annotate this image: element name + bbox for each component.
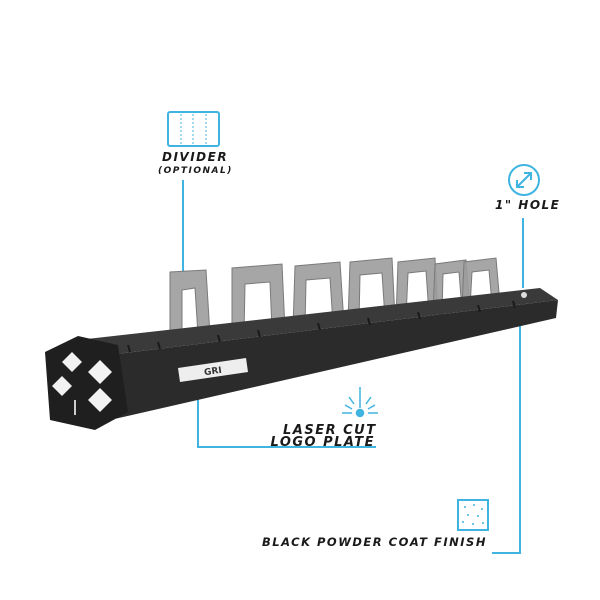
resize-arrow-icon bbox=[508, 164, 540, 196]
end-cap-hole bbox=[62, 352, 82, 372]
rack-top-face bbox=[78, 288, 558, 356]
logo-plate bbox=[178, 358, 248, 382]
finish-label: BLACK POWDER COAT FINISH bbox=[262, 535, 487, 549]
hole-label: 1" HOLE bbox=[495, 198, 561, 212]
rack-bar: GRI bbox=[45, 288, 558, 430]
logo-plate-line1: LASER CUT bbox=[283, 423, 377, 438]
divider-label: DIVIDER bbox=[162, 150, 229, 164]
texture-icon bbox=[457, 499, 489, 531]
finish-callout-line bbox=[492, 318, 521, 554]
end-cap-hole bbox=[88, 360, 112, 384]
laser-icon bbox=[342, 387, 378, 418]
end-cap-hole bbox=[52, 376, 72, 396]
logo-plate-line2: LOGO PLATE bbox=[270, 435, 375, 450]
divider-icon bbox=[167, 111, 220, 147]
rack-front-face bbox=[100, 300, 558, 420]
logo-plate-text: GRI bbox=[204, 366, 223, 378]
divider-optional-label: (OPTIONAL) bbox=[158, 166, 233, 176]
one-inch-hole bbox=[521, 292, 527, 298]
end-cap-hole bbox=[88, 388, 112, 412]
